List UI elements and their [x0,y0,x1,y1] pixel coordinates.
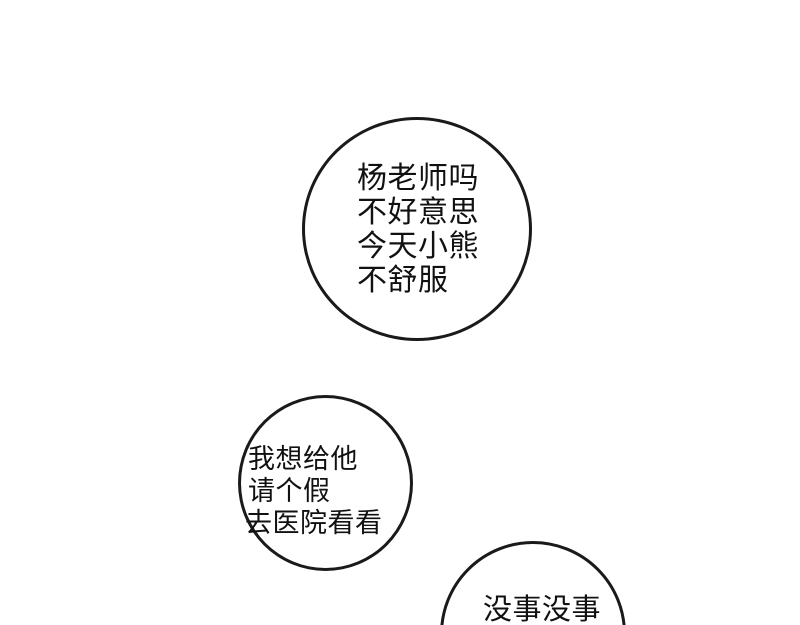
speech-bubble-2 [238,395,413,571]
speech-bubble-2-line-3: 去医院看看 [245,508,383,539]
speech-bubble-2-line-1: 我想给他 [248,444,358,475]
speech-bubble-1 [302,117,532,341]
speech-bubble-2-line-2: 请个假 [248,476,331,507]
speech-bubble-1-text: 杨老师吗 不好意思 今天小熊 不舒服 [357,161,479,298]
speech-bubble-3-text: 没事没事 [483,592,602,625]
speech-bubble-2-text: 我想给他请个假去医院看看 [245,444,383,540]
